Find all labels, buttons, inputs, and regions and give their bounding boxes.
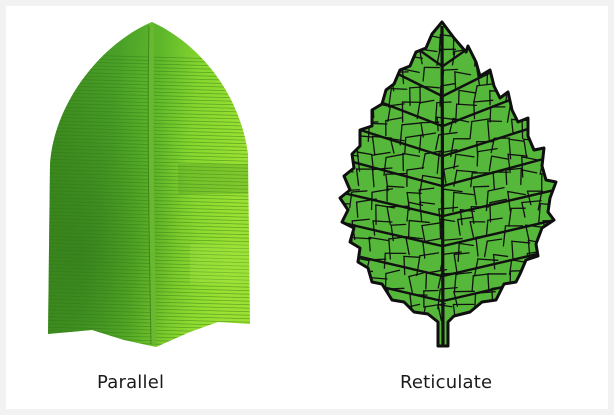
parallel-leaf (40, 14, 260, 354)
reticulate-leaf-midrib (442, 26, 443, 346)
parallel-leaf-midrib (151, 23, 154, 344)
label-reticulate: Reticulate (400, 372, 492, 393)
label-parallel: Parallel (97, 372, 164, 393)
reticulate-leaf (330, 16, 570, 356)
